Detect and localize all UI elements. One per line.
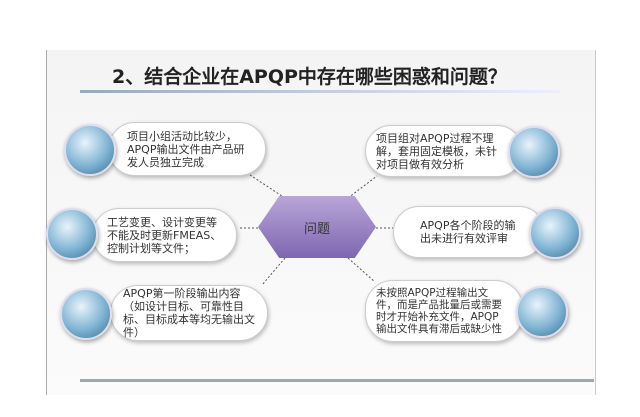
issue-item-1: 项目小组活动比较少，APQP输出文件由产品研发人员独立完成 (108, 122, 266, 176)
arrow-top-left (249, 174, 286, 199)
meeting-image-icon (516, 286, 568, 338)
issue-item-5: APQP各个阶段的输出未进行有效评审 (393, 206, 545, 258)
arrow-bottom-left (261, 257, 286, 286)
slide-title: 2、结合企业在APQP中存在哪些困惑和问题？ (112, 66, 507, 88)
issue-item-3: APQP第一阶段输出内容（如设计目标、可靠性目标、目标成本等均无输出文件） (110, 285, 268, 341)
center-hexagon: 问题 (258, 196, 376, 258)
issue-item-6: 未按照APQP过程输出文件，而是产品批量后或需要时才开始补充文件，APQP输出文… (365, 280, 523, 342)
issue-item-2: 工艺变更、设计变更等不能及时更新FMEAS、控制计划等文件； (92, 208, 237, 262)
abstract-image-icon (46, 208, 98, 260)
document-image-icon (60, 288, 112, 340)
arrow-bottom-right (347, 257, 376, 283)
people-image-icon (529, 207, 581, 259)
bottom-bar (80, 379, 594, 382)
office-image-icon (508, 126, 560, 178)
title-underline (80, 90, 560, 93)
arrow-top-right (347, 175, 378, 199)
building-image-icon (64, 124, 116, 176)
issue-item-4: 项目组对APQP过程不理解，套用固定模板，未针对项目做有效分析 (365, 125, 523, 177)
